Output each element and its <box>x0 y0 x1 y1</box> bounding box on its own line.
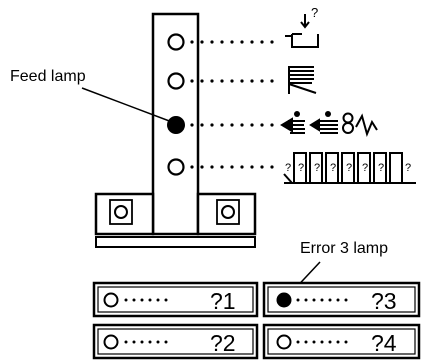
lamp-feed <box>167 116 185 134</box>
error-lamp-4 <box>276 334 292 350</box>
cutter-mark: ? <box>405 162 411 174</box>
cutter-marks: ? ? ? ? ? ? ? ? <box>285 162 411 174</box>
paper-feed-jam-icon <box>280 111 378 138</box>
error-label-2: ?2 <box>210 330 236 356</box>
cutter-mark: ? <box>330 162 336 174</box>
feed-lamp-pointer <box>81 87 173 123</box>
error-panel: ?1 ?3 ?2 ?4 <box>92 281 421 360</box>
cutter-mark: ? <box>285 162 291 174</box>
cutter-mark: ? <box>298 162 304 174</box>
lamp-4 <box>167 158 185 176</box>
error-lamp-2 <box>103 334 119 350</box>
error-label-1: ?1 <box>210 288 236 314</box>
error-label-3: ?3 <box>371 288 397 314</box>
error3-lamp-label: Error 3 lamp <box>300 240 388 257</box>
cutter-mark: ? <box>346 162 352 174</box>
feed-lamp-label: Feed lamp <box>10 68 86 85</box>
error-lamp-1 <box>103 292 119 308</box>
cover-open-icon: ? <box>285 5 319 48</box>
panel-floor-plate <box>95 236 256 248</box>
indicator-panel <box>94 12 274 248</box>
error-lamp-3 <box>276 292 292 308</box>
cutter-mark: ? <box>362 162 368 174</box>
base-lamp-left <box>114 205 128 219</box>
cutter-mark: ? <box>314 162 320 174</box>
svg-text:?: ? <box>311 5 318 20</box>
error-box-1 <box>92 281 259 318</box>
lamp-1 <box>167 33 185 51</box>
paper-stack-icon <box>288 66 317 94</box>
cutter-error-icon <box>283 152 416 184</box>
error-box-2 <box>92 323 259 360</box>
lamp-2 <box>167 72 185 90</box>
error-label-4: ?4 <box>371 330 397 356</box>
dotted-leaders <box>190 40 274 169</box>
base-lamp-right <box>221 205 235 219</box>
cutter-mark: ? <box>378 162 384 174</box>
